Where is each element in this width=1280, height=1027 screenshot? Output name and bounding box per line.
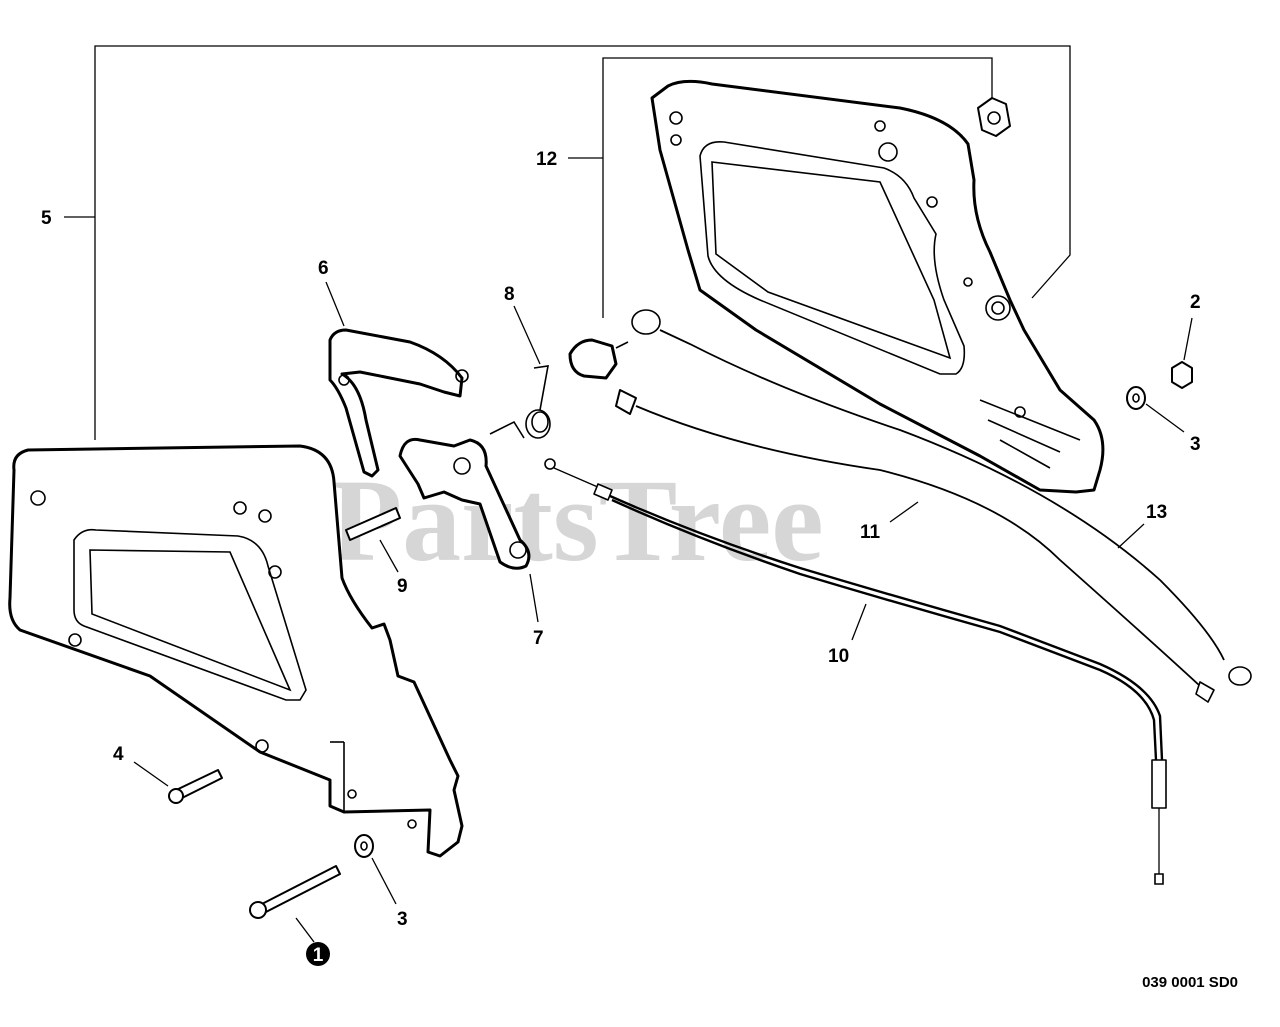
torsion-spring <box>489 365 551 439</box>
callout-7: 7 <box>533 628 544 649</box>
callout-9: 9 <box>397 576 408 597</box>
right-handle-half <box>650 79 1105 494</box>
callouts: 1 2 3 3 4 5 6 7 8 9 10 11 12 13 <box>41 149 1201 966</box>
callout-3-right: 3 <box>1190 434 1201 455</box>
ground-wire-13 <box>631 309 1252 686</box>
throttle-cable <box>544 458 1167 885</box>
callout-4: 4 <box>113 744 124 765</box>
leader-lines <box>133 281 1193 943</box>
stop-switch <box>568 338 629 380</box>
washer-right <box>1126 386 1146 410</box>
pin <box>345 507 401 541</box>
left-handle-half <box>8 444 464 858</box>
assembly-brackets <box>64 45 1071 440</box>
callout-8: 8 <box>504 284 515 305</box>
screw-short <box>168 769 223 804</box>
callout-11: 11 <box>860 522 881 543</box>
screw-long <box>249 865 341 919</box>
callout-1-badge <box>306 942 330 966</box>
throttle-trigger <box>398 437 531 570</box>
handle-nut <box>977 97 1011 137</box>
callout-6: 6 <box>318 258 329 279</box>
callout-12: 12 <box>536 149 557 170</box>
watermark: PartsTree <box>330 455 824 586</box>
callout-2: 2 <box>1190 292 1201 313</box>
diagram-code: 039 0001 SD0 <box>1142 974 1238 991</box>
callout-5: 5 <box>41 208 52 229</box>
callout-3-left: 3 <box>397 909 408 930</box>
lockout-lever <box>328 328 469 478</box>
callout-10: 10 <box>828 646 849 667</box>
nut <box>1171 361 1193 389</box>
callout-1: 1 <box>313 945 324 966</box>
callout-13: 13 <box>1146 502 1167 523</box>
washer-left <box>354 834 374 858</box>
stop-wire-11 <box>615 389 1215 703</box>
